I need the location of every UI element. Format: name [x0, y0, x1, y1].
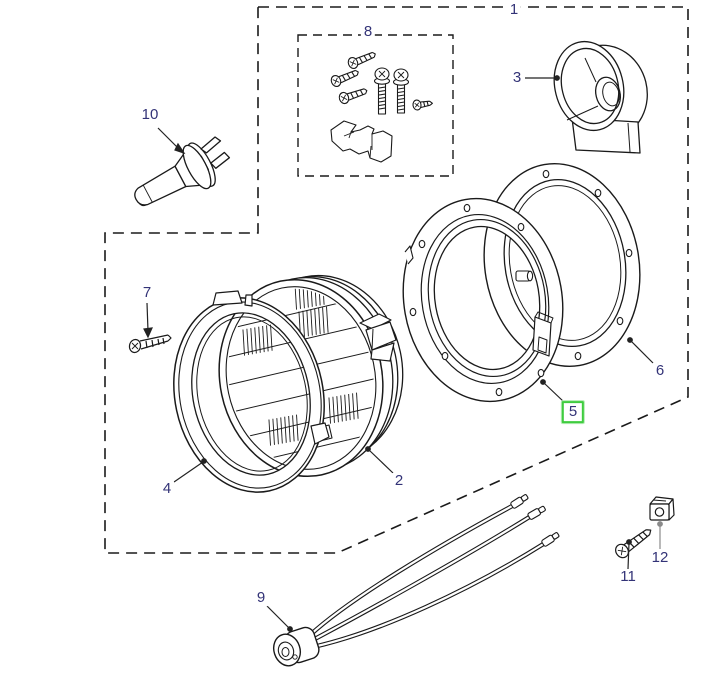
leader-lines — [143, 75, 663, 632]
ring5-drawing — [402, 197, 564, 403]
part-label-8[interactable]: 8 — [360, 24, 376, 40]
rim4-drawing — [173, 290, 330, 493]
fixing-kit-box-outline — [297, 34, 454, 177]
part-label-3[interactable]: 3 — [509, 70, 525, 86]
part-label-4[interactable]: 4 — [159, 481, 175, 497]
bowl-drawing — [553, 40, 648, 154]
fixing-kit-drawing — [330, 51, 433, 163]
clip12-drawing — [649, 496, 675, 521]
part-label-5-highlighted[interactable]: 5 — [561, 401, 585, 423]
part-label-10[interactable]: 10 — [138, 107, 162, 123]
part-label-2[interactable]: 2 — [391, 473, 407, 489]
screw11-drawing — [615, 529, 652, 559]
assembly-boundary-outline — [104, 6, 689, 554]
screw7-drawing — [128, 334, 172, 354]
ring6-drawing — [483, 162, 641, 368]
part-label-11[interactable]: 11 — [617, 569, 639, 585]
part-label-7[interactable]: 7 — [139, 285, 155, 301]
part-label-12[interactable]: 12 — [648, 550, 672, 566]
part-label-1[interactable]: 1 — [506, 2, 522, 18]
part-label-9[interactable]: 9 — [253, 590, 269, 606]
part-label-6[interactable]: 6 — [652, 363, 668, 379]
bulb-drawing — [134, 136, 231, 207]
harness-drawing — [272, 494, 560, 667]
